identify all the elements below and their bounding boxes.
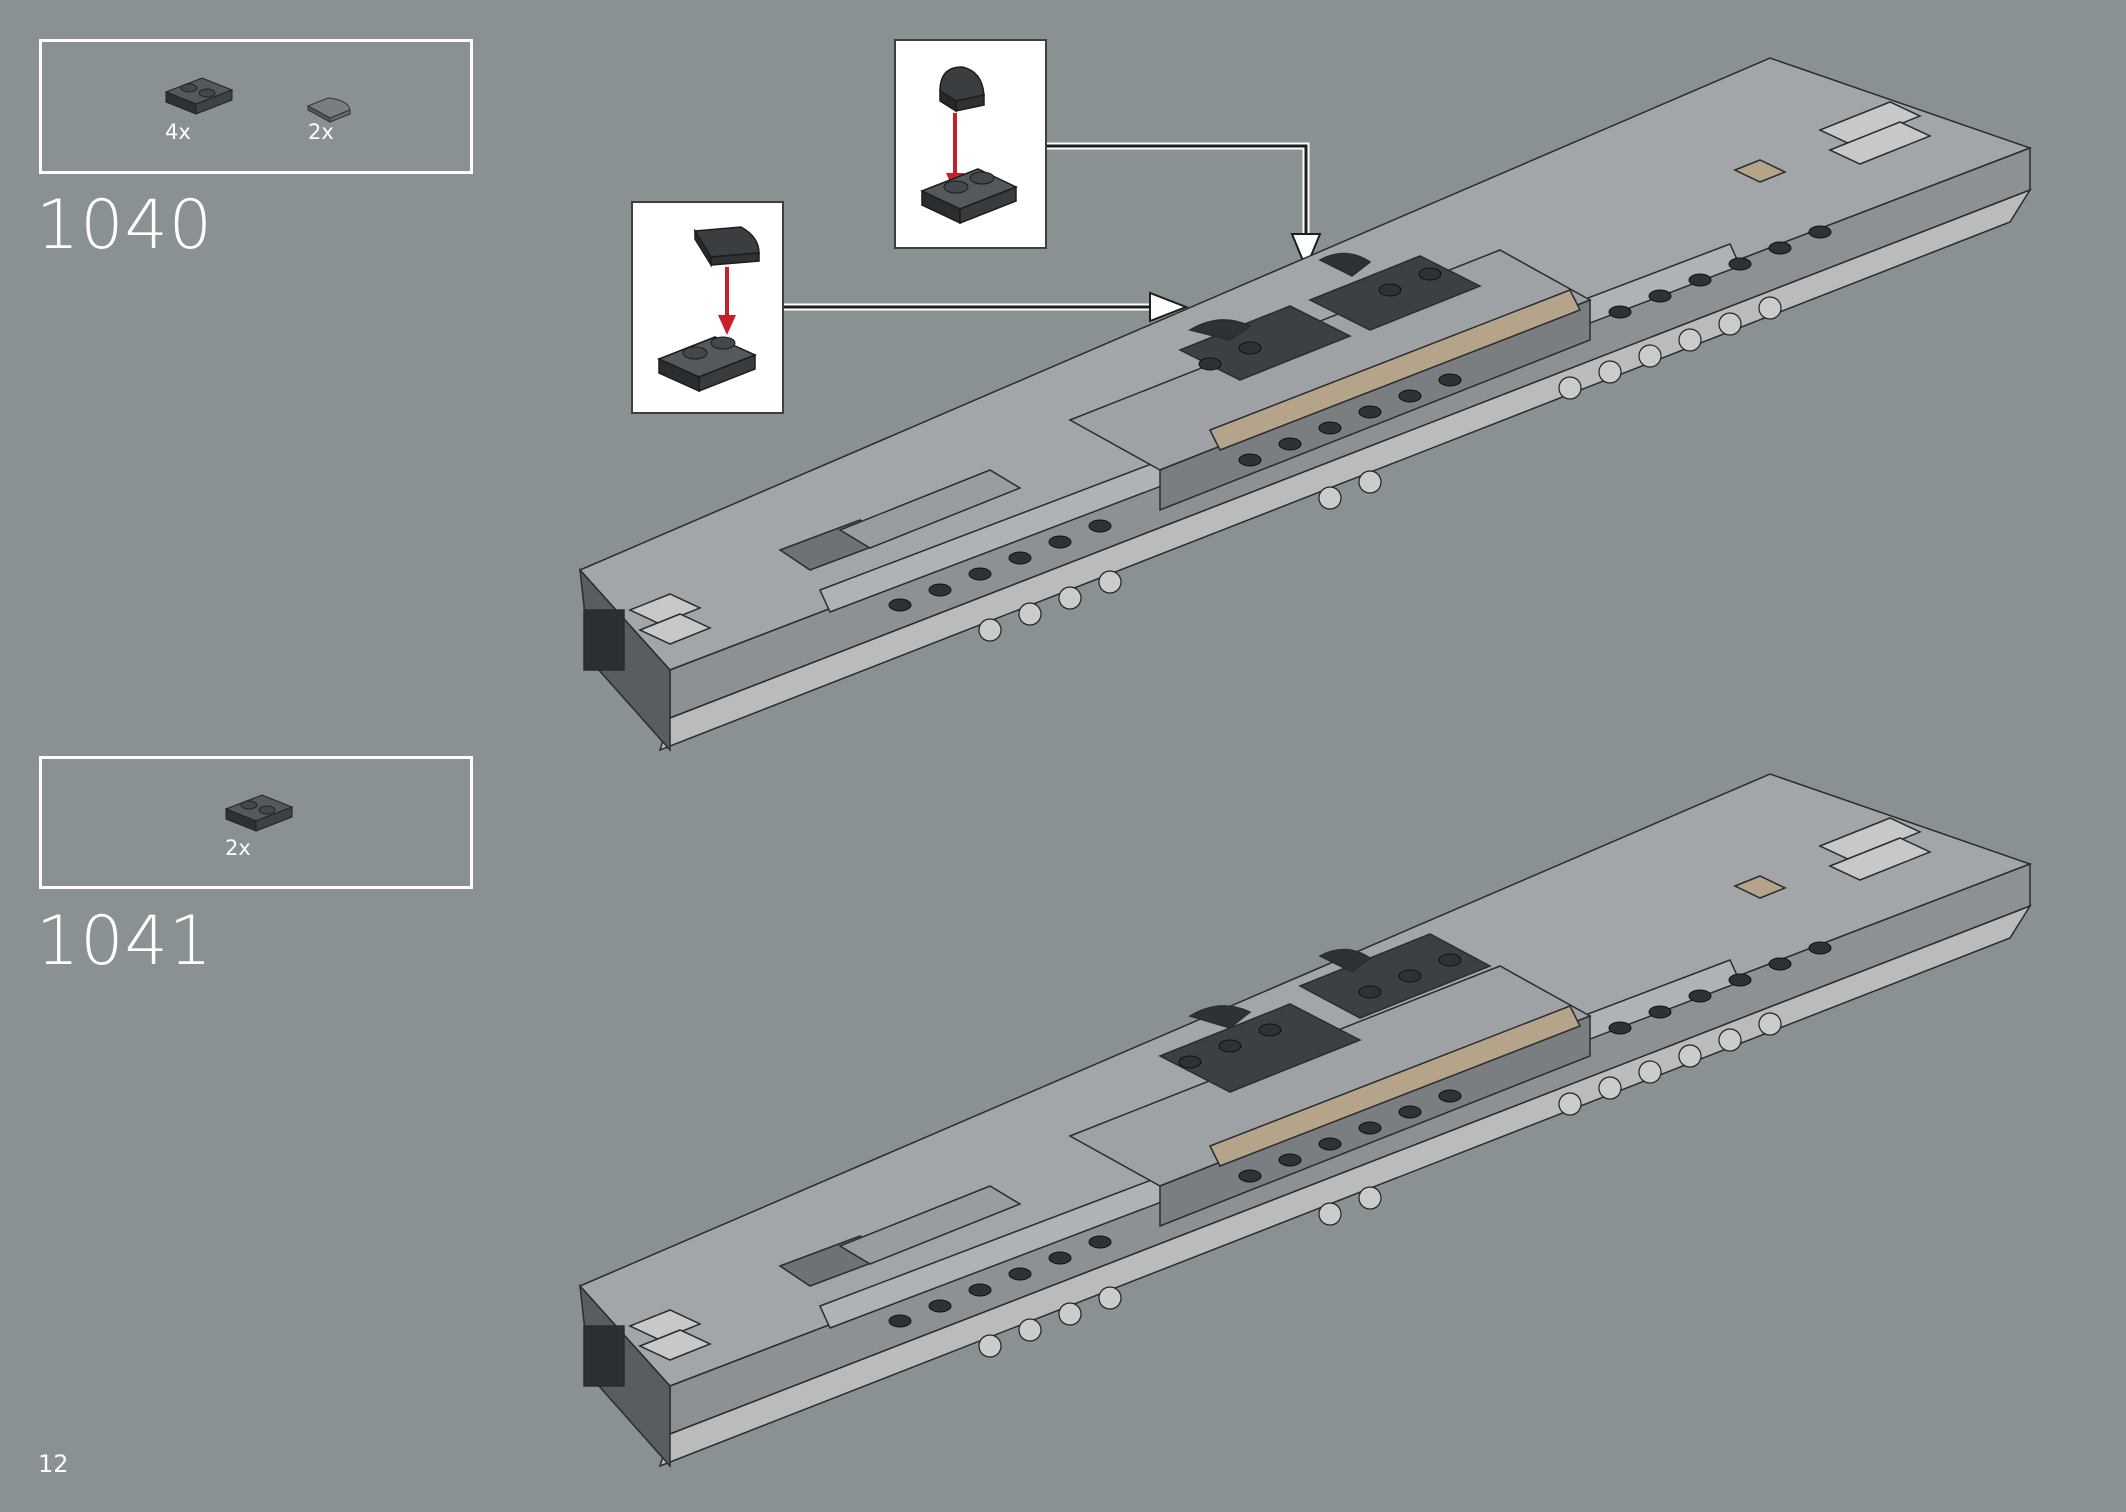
- step-number: 1041: [36, 902, 214, 981]
- quarter-round-tile-on-plate-icon: [657, 226, 760, 393]
- sub-assembly-callout: [894, 39, 1047, 249]
- page-number: 12: [38, 1450, 69, 1478]
- step-number: 1040: [36, 186, 214, 265]
- lego-assembly-model: [578, 57, 2033, 752]
- part-quantity: 2x: [225, 836, 251, 860]
- sub-assembly-callout: [631, 201, 784, 414]
- quarter-round-tile-on-plate-icon: [920, 66, 1018, 225]
- part-quantity: 2x: [308, 120, 334, 144]
- parts-list-step-1041: 2x: [39, 756, 473, 889]
- lego-assembly-model: [578, 773, 2033, 1468]
- part-quantity: 4x: [165, 120, 191, 144]
- dark-grey-plate-1x2-icon: [224, 794, 294, 832]
- parts-list-step-1040: 4x 2x: [39, 39, 473, 174]
- dark-grey-plate-1x2-icon: [164, 77, 234, 115]
- grey-tile-quarter-round-icon: [306, 97, 351, 123]
